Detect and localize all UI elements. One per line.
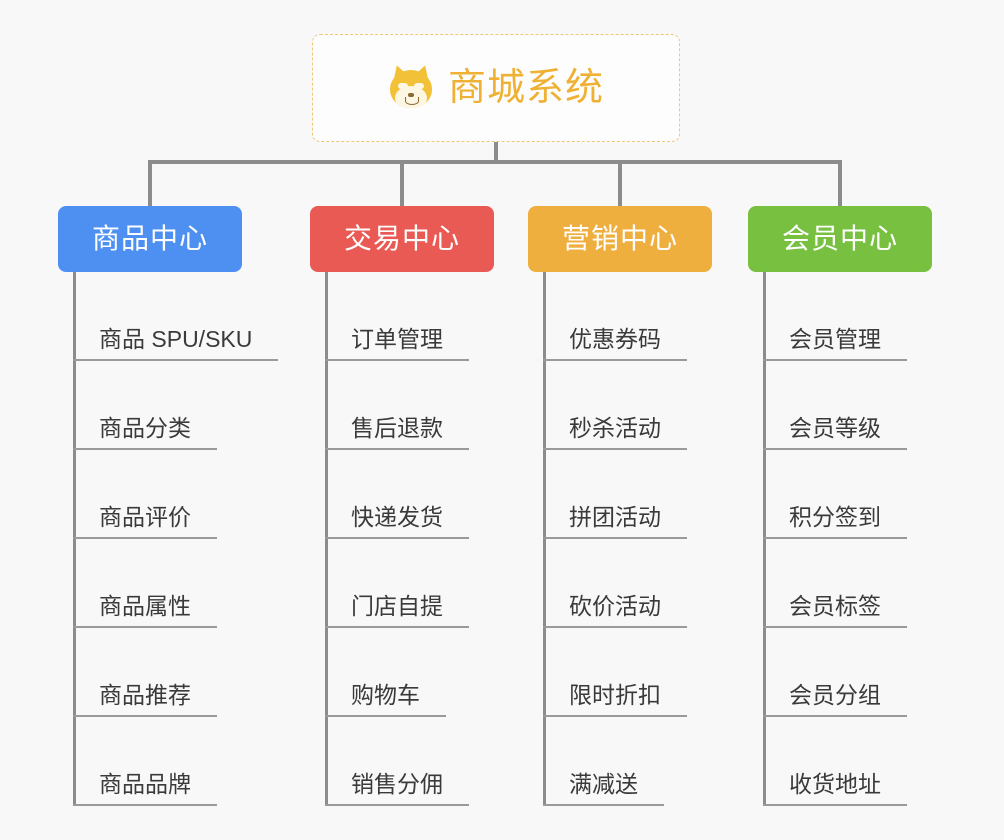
leaf-label: 销售分佣 [351,770,443,797]
leaf-label: 售后退款 [351,414,443,441]
list-item[interactable]: 秒杀活动 [543,361,712,450]
leaf-label: 商品品牌 [99,770,191,797]
leaf-label: 快递发货 [351,503,443,530]
connector-drop-2 [400,160,404,208]
category-header-3-label: 营销中心 [561,223,678,254]
category-header-4-label: 会员中心 [781,223,898,254]
list-item[interactable]: 限时折扣 [543,628,712,717]
leaf-list-2: 订单管理 售后退款 快递发货 门店自提 购物车 销售分佣 [325,272,494,806]
leaf-label: 限时折扣 [569,681,661,708]
leaf-label: 门店自提 [351,592,443,619]
list-item[interactable]: 商品品牌 [73,717,242,806]
list-item[interactable]: 购物车 [325,628,494,717]
category-header-2[interactable]: 交易中心 [310,206,494,272]
leaf-label: 砍价活动 [569,592,661,619]
leaf-label: 会员标签 [789,592,881,619]
list-item[interactable]: 商品分类 [73,361,242,450]
root-node-shopping-mall-system[interactable]: 商城系统 [312,34,680,142]
list-item[interactable]: 积分签到 [763,450,932,539]
leaf-label: 优惠券码 [569,325,661,352]
leaf-trunk-1 [73,272,76,806]
list-item[interactable]: 商品评价 [73,450,242,539]
leaf-label: 会员等级 [789,414,881,441]
leaf-label: 收货地址 [789,770,881,797]
connector-root-stem [494,142,498,162]
category-header-4[interactable]: 会员中心 [748,206,932,272]
list-item[interactable]: 优惠券码 [543,272,712,361]
list-item[interactable]: 订单管理 [325,272,494,361]
category-column-2: 交易中心 订单管理 售后退款 快递发货 门店自提 购物车 销售分佣 [310,206,494,806]
leaf-label: 秒杀活动 [569,414,661,441]
leaf-label: 商品分类 [99,414,191,441]
leaf-trunk-4 [763,272,766,806]
list-item[interactable]: 砍价活动 [543,539,712,628]
shiba-dog-face-icon [388,62,434,111]
leaf-label: 商品评价 [99,503,191,530]
leaf-label: 商品属性 [99,592,191,619]
root-node-title: 商城系统 [447,67,604,109]
leaf-label: 商品推荐 [99,681,191,708]
leaf-label: 商品 SPU/SKU [99,325,253,352]
list-item[interactable]: 会员等级 [763,361,932,450]
list-item[interactable]: 快递发货 [325,450,494,539]
leaf-trunk-3 [543,272,546,806]
connector-horizontal-bus [148,160,842,164]
list-item[interactable]: 销售分佣 [325,717,494,806]
leaf-label: 购物车 [351,681,420,708]
leaf-label: 满减送 [569,770,638,797]
list-item[interactable]: 商品推荐 [73,628,242,717]
list-item[interactable]: 会员标签 [763,539,932,628]
category-header-2-label: 交易中心 [343,223,460,254]
leaf-label: 订单管理 [351,325,443,352]
leaf-label: 积分签到 [789,503,881,530]
list-item[interactable]: 商品 SPU/SKU [73,272,279,361]
leaf-label: 会员管理 [789,325,881,352]
category-column-3: 营销中心 优惠券码 秒杀活动 拼团活动 砍价活动 限时折扣 满减送 [528,206,712,806]
list-item[interactable]: 拼团活动 [543,450,712,539]
list-item[interactable]: 收货地址 [763,717,932,806]
leaf-label: 拼团活动 [569,503,661,530]
category-header-1[interactable]: 商品中心 [58,206,242,272]
connector-drop-4 [838,160,842,208]
leaf-list-3: 优惠券码 秒杀活动 拼团活动 砍价活动 限时折扣 满减送 [543,272,712,806]
connector-drop-3 [618,160,622,208]
category-column-1: 商品中心 商品 SPU/SKU 商品分类 商品评价 商品属性 商品推荐 商品品牌 [58,206,279,806]
list-item[interactable]: 会员分组 [763,628,932,717]
list-item[interactable]: 满减送 [543,717,712,806]
list-item[interactable]: 门店自提 [325,539,494,628]
category-column-4: 会员中心 会员管理 会员等级 积分签到 会员标签 会员分组 收货地址 [748,206,932,806]
category-header-1-label: 商品中心 [91,223,208,254]
list-item[interactable]: 商品属性 [73,539,242,628]
list-item[interactable]: 售后退款 [325,361,494,450]
connector-drop-1 [148,160,152,208]
leaf-list-1: 商品 SPU/SKU 商品分类 商品评价 商品属性 商品推荐 商品品牌 [73,272,279,806]
list-item[interactable]: 会员管理 [763,272,932,361]
category-header-3[interactable]: 营销中心 [528,206,712,272]
leaf-trunk-2 [325,272,328,806]
leaf-list-4: 会员管理 会员等级 积分签到 会员标签 会员分组 收货地址 [763,272,932,806]
leaf-label: 会员分组 [789,681,881,708]
